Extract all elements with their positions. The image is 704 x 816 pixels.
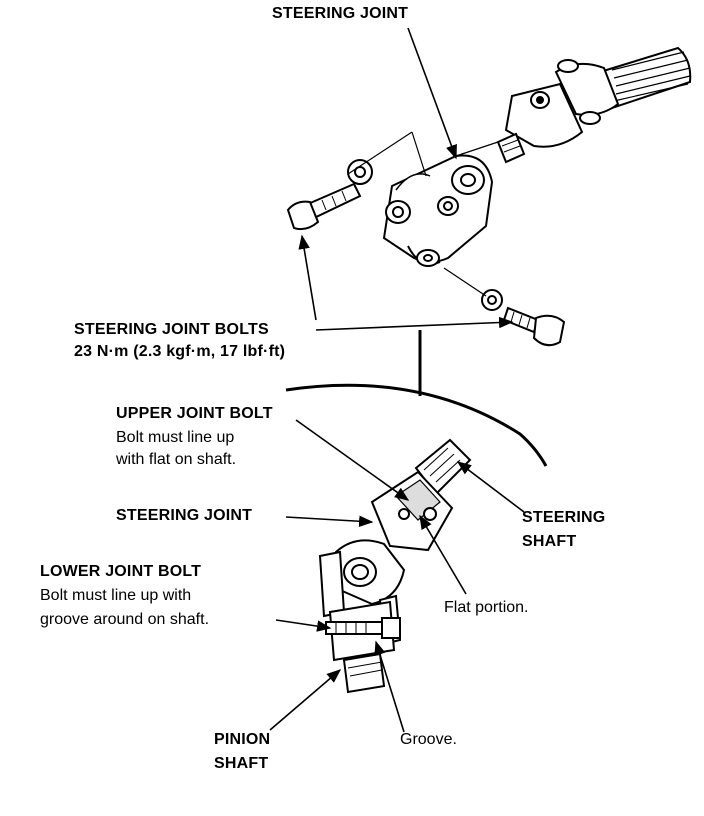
label-groove: Groove. [400, 731, 457, 748]
label-flat-portion: Flat portion. [444, 599, 529, 616]
detail-pinion-shaft [342, 652, 386, 694]
upper-joint-bolt-exploded [286, 159, 373, 231]
label-upper-note-line2: with flat on shaft. [116, 451, 237, 468]
label-steering-shaft-line1: STEERING [522, 509, 606, 526]
steering-joint-clamp [382, 154, 494, 267]
label-steering-joint-bolts: STEERING JOINT BOLTS [74, 321, 269, 338]
detail-lower-bolt [325, 617, 401, 639]
leader-arrows-lower [269, 419, 525, 733]
label-torque-spec: 23 N·m (2.3 kgf·m, 17 lbf·ft) [74, 343, 286, 360]
label-steering-joint-mid: STEERING JOINT [116, 507, 253, 524]
leader-arrows-upper [298, 27, 514, 331]
label-pinion-line2: SHAFT [214, 755, 269, 772]
alignment-lines [347, 131, 499, 297]
label-lower-note-line2: groove around on shaft. [40, 611, 210, 628]
lower-joint-bolt-exploded [481, 289, 566, 347]
label-upper-joint-bolt: UPPER JOINT BOLT [116, 405, 273, 422]
label-steering-shaft-line2: SHAFT [522, 533, 577, 550]
label-upper-note-line1: Bolt must line up [116, 429, 235, 446]
detail-circle-arc [285, 383, 548, 467]
label-pinion-line1: PINION [214, 731, 271, 748]
upper-steering-shaft-end [496, 46, 692, 164]
label-lower-joint-bolt: LOWER JOINT BOLT [40, 563, 202, 580]
label-steering-joint-top: STEERING JOINT [272, 5, 409, 22]
label-lower-note-line1: Bolt must line up with [40, 587, 192, 604]
